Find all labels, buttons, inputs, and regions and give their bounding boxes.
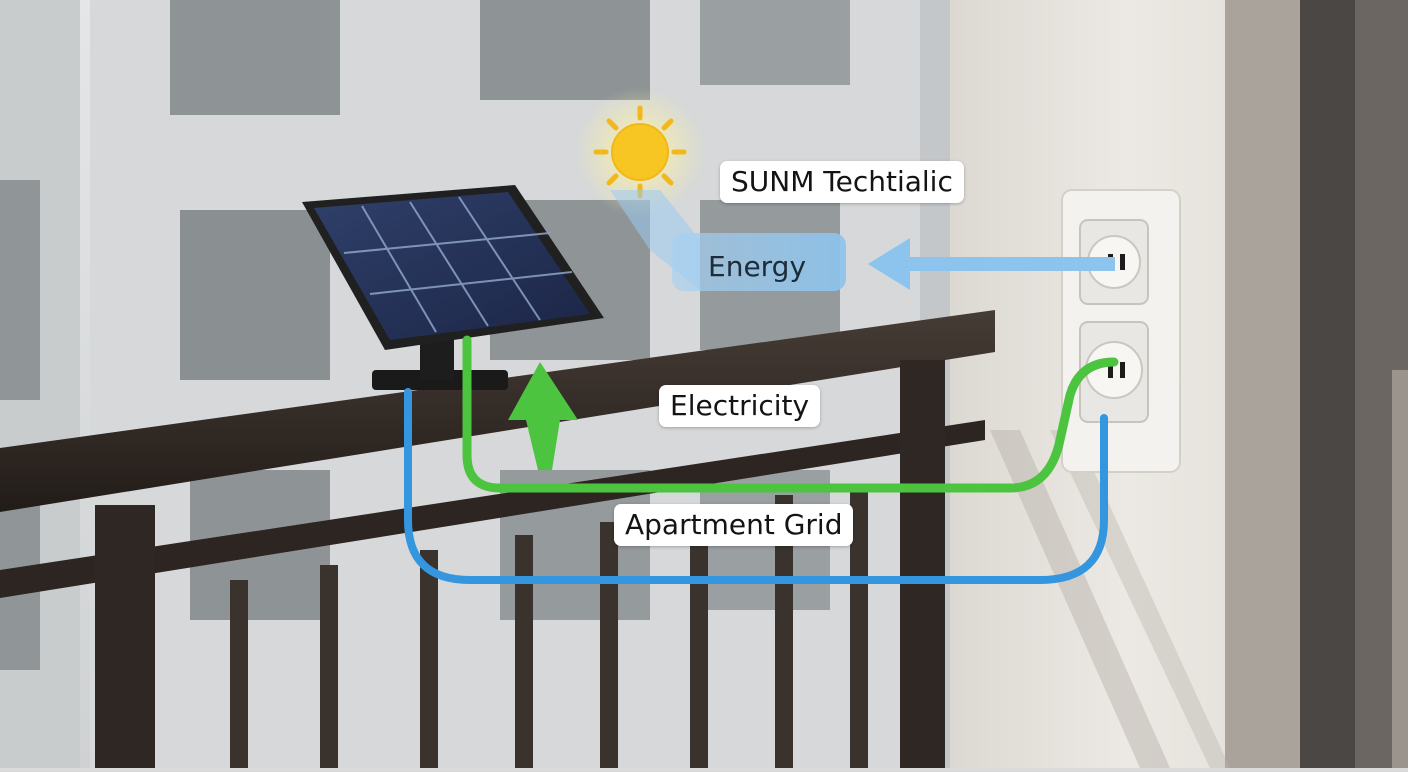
energy-band (672, 233, 846, 291)
apartment-grid-label: Apartment Grid (614, 504, 854, 546)
solar-to-socket-line (462, 335, 1119, 493)
sun-icon (575, 87, 705, 217)
electricity-label: Electricity (659, 385, 821, 427)
wall-socket-icon (1061, 189, 1181, 473)
solar-panel-icon (302, 185, 604, 390)
brand-label: SUNM Techtialic (720, 161, 964, 203)
arrow-left-icon (868, 238, 1115, 290)
grid-line (404, 388, 1108, 584)
railing (0, 310, 995, 768)
energy-label: Energy (708, 250, 807, 283)
arrow-up-icon (508, 362, 578, 470)
